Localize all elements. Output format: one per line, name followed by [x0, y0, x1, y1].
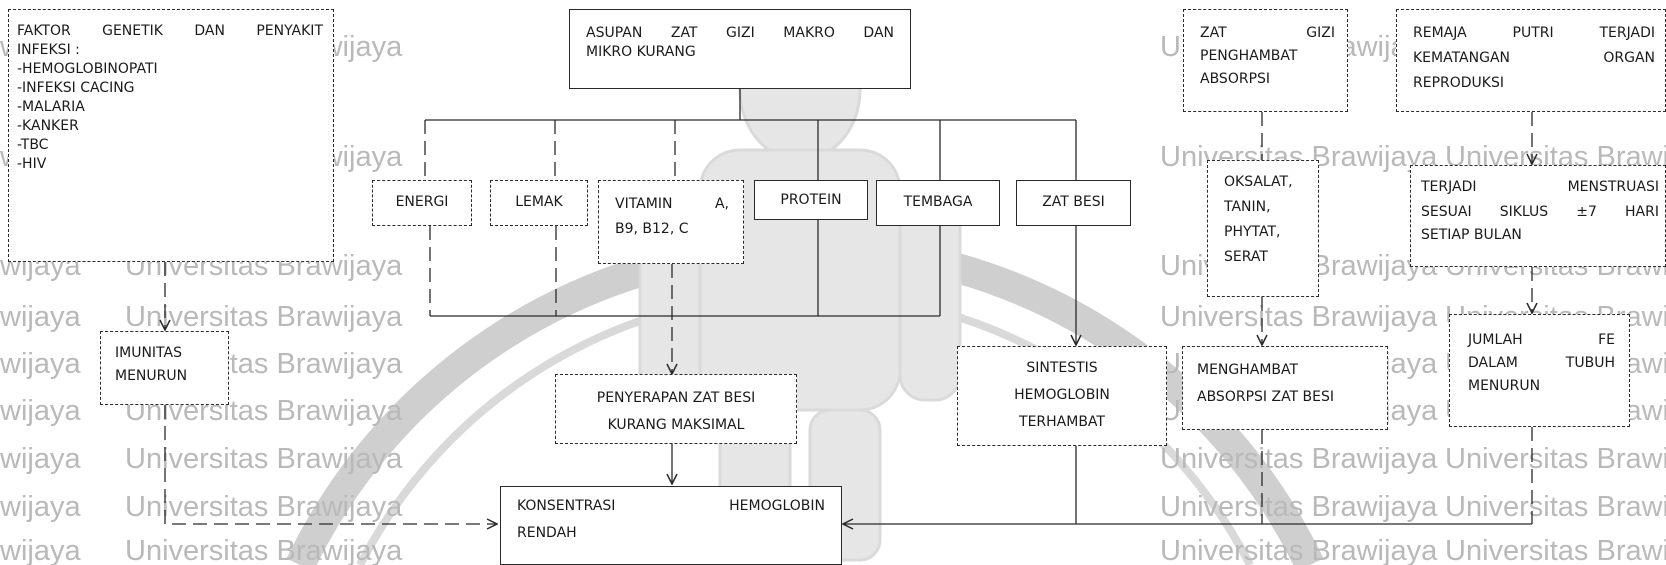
genetic-item: -KANKER: [17, 117, 323, 136]
box-remaja: REMAJA PUTRI TERJADI KEMATANGAN ORGAN RE…: [1396, 9, 1666, 112]
box-protein: PROTEIN: [754, 180, 868, 220]
remaja-line-1: REMAJA PUTRI TERJADI: [1413, 24, 1655, 43]
vitamin-line-2: B9, B12, C: [615, 220, 729, 239]
intake-line-1: ASUPAN ZAT GIZI MAKRO DAN: [586, 24, 894, 43]
penghambat-line-3: ABSORPSI: [1200, 70, 1335, 89]
vitamin-line-1: VITAMIN A,: [615, 195, 729, 214]
imunitas-line-2: MENURUN: [115, 367, 222, 386]
penghambat-line-2: PENGHAMBAT: [1200, 47, 1335, 66]
box-intake: ASUPAN ZAT GIZI MAKRO DAN MIKRO KURANG: [569, 9, 911, 89]
box-penyerapan: PENYERAPAN ZAT BESI KURANG MAKSIMAL: [555, 374, 797, 444]
box-sintesis: SINTESTIS HEMOGLOBIN TERHAMBAT: [957, 346, 1167, 446]
oksalat-line-3: PHYTAT,: [1224, 223, 1310, 242]
box-zat-penghambat: ZAT GIZI PENGHAMBAT ABSORPSI: [1183, 9, 1348, 112]
zat-besi-label: ZAT BESI: [1021, 193, 1126, 212]
menstruasi-line-3: SETIAP BULAN: [1421, 226, 1659, 245]
penyerapan-line-2: KURANG MAKSIMAL: [560, 416, 792, 435]
oksalat-line-2: TANIN,: [1224, 198, 1310, 217]
konsentrasi-line-1: KONSENTRASI HEMOGLOBIN: [517, 497, 825, 516]
box-menghambat: MENGHAMBAT ABSORPSI ZAT BESI: [1182, 346, 1388, 430]
box-jumlah-fe: JUMLAH FE DALAM TUBUH MENURUN: [1449, 314, 1630, 427]
tembaga-label: TEMBAGA: [881, 193, 995, 212]
konsentrasi-line-2: RENDAH: [517, 524, 825, 543]
remaja-line-2: KEMATANGAN ORGAN: [1413, 49, 1655, 68]
box-konsentrasi: KONSENTRASI HEMOGLOBIN RENDAH: [500, 486, 842, 565]
jumlah-line-2: DALAM TUBUH: [1468, 354, 1615, 373]
imunitas-line-1: IMUNITAS: [115, 344, 222, 363]
box-tembaga: TEMBAGA: [876, 180, 1000, 226]
lemak-label: LEMAK: [495, 193, 583, 212]
remaja-line-3: REPRODUKSI: [1413, 74, 1655, 93]
genetic-item: -HIV: [17, 155, 323, 174]
penghambat-line-1: ZAT GIZI: [1200, 24, 1335, 43]
box-menstruasi: TERJADI MENSTRUASI SESUAI SIKLUS ±7 HARI…: [1410, 165, 1666, 267]
oksalat-line-1: OKSALAT,: [1224, 173, 1310, 192]
box-genetic-infection: FAKTOR GENETIK DAN PENYAKIT INFEKSI : -H…: [8, 9, 334, 262]
jumlah-line-3: MENURUN: [1468, 377, 1615, 396]
box-oksalat: OKSALAT, TANIN, PHYTAT, SERAT: [1207, 160, 1319, 297]
imunitas-to-konsentrasi: [165, 405, 497, 524]
menghambat-line-1: MENGHAMBAT: [1197, 361, 1379, 380]
protein-label: PROTEIN: [759, 191, 863, 210]
genetic-item: -MALARIA: [17, 98, 323, 117]
oksalat-line-4: SERAT: [1224, 248, 1310, 267]
sintesis-line-3: TERHAMBAT: [962, 413, 1162, 432]
genetic-title: FAKTOR GENETIK DAN PENYAKIT: [17, 22, 323, 41]
genetic-item: -HEMOGLOBINOPATI: [17, 60, 323, 79]
box-zat-besi: ZAT BESI: [1016, 180, 1131, 226]
jumlah-line-1: JUMLAH FE: [1468, 331, 1615, 350]
menstruasi-line-2: SESUAI SIKLUS ±7 HARI: [1421, 203, 1659, 222]
intake-line-2: MIKRO KURANG: [586, 43, 894, 62]
box-vitamin: VITAMIN A, B9, B12, C: [598, 180, 744, 264]
menghambat-line-2: ABSORPSI ZAT BESI: [1197, 388, 1379, 407]
box-lemak: LEMAK: [490, 180, 588, 226]
genetic-item: -TBC: [17, 136, 323, 155]
sintesis-line-1: SINTESTIS: [962, 359, 1162, 378]
box-imunitas: IMUNITAS MENURUN: [100, 331, 229, 405]
genetic-item: -INFEKSI CACING: [17, 79, 323, 98]
penyerapan-line-1: PENYERAPAN ZAT BESI: [560, 389, 792, 408]
energi-label: ENERGI: [377, 193, 467, 212]
sintesis-line-2: HEMOGLOBIN: [962, 386, 1162, 405]
genetic-title-2: INFEKSI :: [17, 41, 323, 60]
menstruasi-line-1: TERJADI MENSTRUASI: [1421, 178, 1659, 197]
box-energi: ENERGI: [372, 180, 472, 226]
